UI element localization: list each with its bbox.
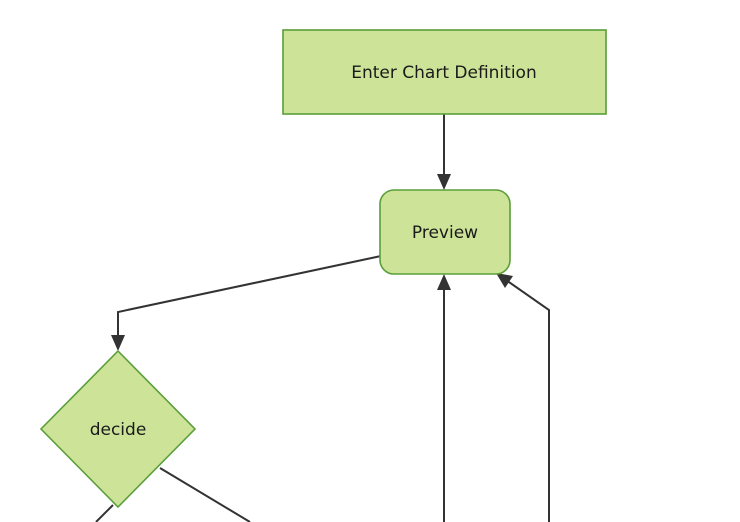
edge-offscreen-center-to-preview	[437, 274, 451, 522]
node-preview[interactable]: Preview	[379, 189, 511, 275]
node-label-preview: Preview	[412, 223, 478, 243]
node-shape-rectangle	[282, 29, 607, 115]
edge-preview-to-decide	[111, 255, 382, 351]
edge-offscreen-right-to-preview	[496, 273, 550, 522]
node-shape-diamond	[39, 349, 197, 509]
node-enter-chart-definition[interactable]: Enter Chart Definition	[282, 29, 607, 115]
arrow-head-icon	[111, 335, 125, 351]
arrow-head-icon	[437, 274, 451, 290]
node-shape-rounded-rectangle	[379, 189, 511, 275]
node-label-enter-chart-definition: Enter Chart Definition	[351, 63, 536, 83]
arrow-head-icon	[496, 273, 513, 288]
node-decide[interactable]: decide	[39, 349, 197, 509]
edge-decide-out-right	[159, 467, 251, 522]
arrow-head-icon	[437, 174, 451, 190]
edge-enter-to-preview	[437, 114, 451, 190]
edge-decide-out-left	[95, 504, 114, 522]
node-label-decide: decide	[90, 420, 147, 440]
